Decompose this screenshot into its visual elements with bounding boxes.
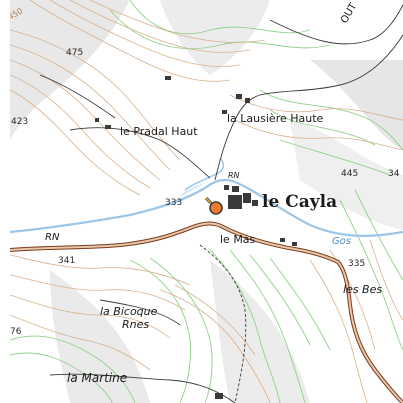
label-le-pradal-haut: le Pradal Haut [120,125,198,138]
elevation-445: 445 [341,169,358,179]
label-le-mas: le Mas [220,233,256,246]
label-la-bicoque: la Bicoque [100,305,158,318]
label-la-lausiere-haute: la Lausière Haute [227,112,324,125]
elevation-76: 76 [10,327,22,337]
elevation-34: 34 [388,169,400,179]
relief-shading [10,0,403,403]
map-canvas[interactable]: le Cayla la Lausière Haute le Pradal Hau… [10,0,403,403]
location-marker[interactable] [204,196,223,215]
buildings [95,76,297,399]
label-rn-left: RN [45,232,60,243]
label-corner: OUT [339,1,360,26]
main-road [10,221,403,403]
elevation-475: 475 [66,48,83,58]
label-rnes: Rnes [122,318,149,331]
elevation-423: 423 [11,117,28,127]
label-le-cayla: le Cayla [262,192,337,212]
label-les-bes: les Bes [343,283,382,296]
marker-dot [209,201,223,215]
elevation-contours [10,0,403,403]
elevation-335: 335 [348,259,365,269]
elevation-333: 333 [165,198,182,208]
label-rn-village: RN [228,171,240,180]
vegetation-contours [10,0,403,403]
river [10,157,403,237]
label-la-martine: la Martine [67,371,127,385]
map-labels: le Cayla la Lausière Haute le Pradal Hau… [10,1,400,385]
elevation-341: 341 [58,256,75,266]
secondary-roads [39,4,403,403]
label-gos: Gos [332,236,351,247]
